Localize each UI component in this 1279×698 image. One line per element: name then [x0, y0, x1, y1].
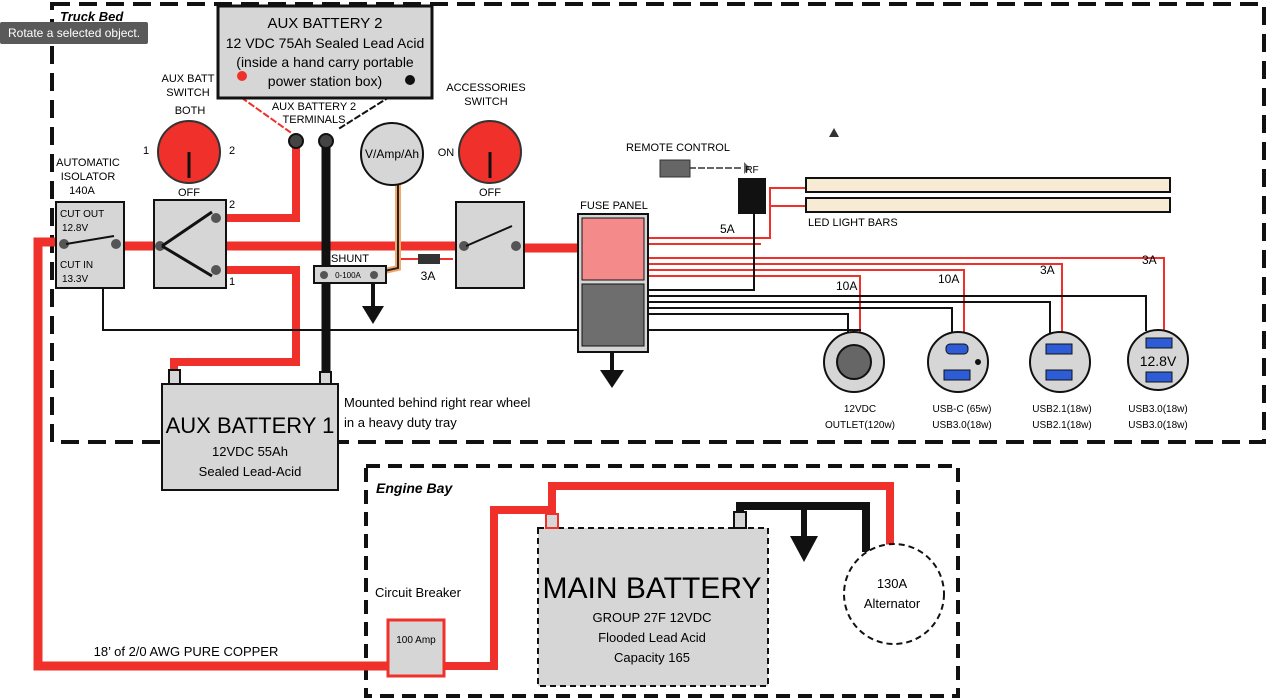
ground-arrow-engine [790, 506, 818, 562]
automatic-isolator [55, 201, 125, 289]
circuit-breaker-label: Circuit Breaker [375, 585, 462, 600]
aux-battery-2-negative-terminal [318, 133, 334, 149]
alternator [843, 543, 945, 645]
aux-battery-2: AUX BATTERY 2 12 VDC 75Ah Sealed Lead Ac… [216, 4, 434, 100]
outlet-usb21 [1029, 331, 1091, 393]
aux-batt-switch-pos-2: 2 [229, 145, 235, 157]
main-battery-title: MAIN BATTERY [543, 572, 762, 605]
accessories-switch-off: OFF [479, 187, 501, 199]
fuse-panel-label: FUSE PANEL [580, 200, 648, 212]
isolator-cut-in: CUT IN [60, 260, 93, 271]
aux-batt-switch-off: OFF [178, 187, 200, 199]
engine-bay-label: Engine Bay [376, 480, 453, 496]
aux-battery-1-mount-2: in a heavy duty tray [344, 415, 457, 430]
fuse-3a-usb30-label: 3A [1142, 253, 1157, 267]
fuse-5a-label: 5A [720, 222, 735, 236]
aux-battery-1-line2: Sealed Lead-Acid [199, 464, 302, 479]
aux-battery-1 [161, 369, 339, 491]
main-battery-line3: Capacity 165 [614, 650, 690, 665]
cable-label: 18’ of 2/0 AWG PURE COPPER [94, 644, 279, 659]
main-battery [537, 511, 769, 687]
svg-text:(inside a hand carry portable: (inside a hand carry portable [236, 54, 414, 70]
v-amp-ah-meter [360, 122, 424, 186]
svg-text:12 VDC 75Ah Sealed Lead Acid: 12 VDC 75Ah Sealed Lead Acid [226, 35, 424, 51]
aux-batt-switch-term-2: 2 [229, 199, 235, 211]
aux-batt-switch-pos-1: 1 [143, 145, 149, 157]
inline-fuse-3a-label: 3A [421, 269, 436, 283]
meter-label: V/Amp/Ah [365, 147, 419, 161]
outlet-usb21-line2: USB2.1(18w) [1032, 420, 1091, 431]
fuse-10a-usbc-label: 10A [938, 272, 959, 286]
shunt-label: SHUNT [331, 253, 369, 265]
rf-receiver [738, 178, 766, 214]
remote-control [659, 159, 691, 178]
isolator-cut-out: CUT OUT [60, 209, 104, 220]
remote-control-label: REMOTE CONTROL [626, 142, 730, 154]
isolator-label-3: 140A [69, 185, 95, 197]
isolator-cut-in-voltage: 13.3V [62, 274, 88, 285]
main-battery-line2: Flooded Lead Acid [598, 630, 706, 645]
outlet-usb30-line1: USB3.0(18w) [1128, 404, 1187, 415]
outlet-12vdc-line2: OUTLET(120w) [825, 420, 895, 431]
aux-battery-2-positive-terminal [288, 133, 304, 149]
outlet-usb21-line1: USB2.1(18w) [1032, 404, 1091, 415]
aux-batt-switch-body [153, 199, 227, 289]
aux-batt-switch-label-1: AUX BATT [162, 73, 215, 85]
led-light-bar-1 [805, 177, 1171, 193]
outlet-usb30-display: 12.8V [1140, 353, 1177, 369]
accessories-switch-label-1: ACCESSORIES [446, 82, 525, 94]
outlet-12vdc-line1: 12VDC [844, 404, 876, 415]
aux-batt-switch-both: BOTH [175, 105, 206, 117]
ground-arrow-shunt [362, 284, 384, 324]
fuse-3a-usb21-label: 3A [1040, 263, 1055, 277]
alternator-line1: 130A [877, 576, 908, 591]
fuse-panel [577, 213, 649, 353]
shunt-rating: 0-100A [335, 271, 361, 280]
fuse-10a-outlet-label: 10A [836, 279, 857, 293]
outlet-usbc-line2: USB3.0(18w) [932, 420, 991, 431]
inline-fuse-3a [418, 254, 440, 264]
ground-arrow-fuse-panel [600, 352, 624, 388]
outlet-12vdc [823, 331, 885, 393]
aux-batt-switch-term-1: 1 [229, 276, 235, 288]
main-battery-line1: GROUP 27F 12VDC [593, 610, 712, 625]
aux-battery-1-line1: 12VDC 55Ah [212, 444, 288, 459]
outlet-usb30 [1127, 329, 1189, 391]
svg-text:AUX BATTERY 2: AUX BATTERY 2 [267, 15, 382, 32]
aux-battery-1-mount-1: Mounted behind right rear wheel [344, 395, 531, 410]
led-light-bar-2 [805, 197, 1171, 213]
outlet-usb30-line2: USB3.0(18w) [1128, 420, 1187, 431]
shunt [313, 265, 387, 284]
truck-bed-label: Truck Bed [60, 9, 124, 24]
aux-batt-switch-label-2: SWITCH [166, 87, 209, 99]
accessories-switch-label-2: SWITCH [464, 96, 507, 108]
outlet-usbc-line1: USB-C (65w) [933, 404, 992, 415]
rf-label: RF [745, 165, 758, 176]
engine-bay-border [364, 464, 960, 698]
aux-battery-1-title: AUX BATTERY 1 [166, 413, 335, 438]
svg-text:power station box): power station box) [268, 73, 382, 89]
isolator-cut-out-voltage: 12.8V [62, 223, 88, 234]
accessories-switch-on: ON [438, 147, 455, 159]
led-light-bars-label: LED LIGHT BARS [808, 217, 898, 229]
meter-wire [379, 182, 401, 275]
circuit-breaker [386, 618, 446, 678]
outlet-usbc [927, 331, 989, 393]
circuit-breaker-rating: 100 Amp [396, 635, 436, 646]
isolator-label-2: ISOLATOR [61, 171, 116, 183]
aux-battery-2-terminals-label-1: AUX BATTERY 2 [272, 101, 356, 113]
isolator-label-1: AUTOMATIC [56, 157, 120, 169]
truck-bed-border [50, 2, 1266, 444]
alternator-line2: Alternator [864, 596, 921, 611]
accessories-switch-body [455, 201, 525, 289]
cursor-triangle [829, 128, 839, 137]
rotate-tooltip: Rotate a selected object. [0, 22, 149, 44]
aux-battery-2-terminals-label-2: TERMINALS [283, 114, 346, 126]
